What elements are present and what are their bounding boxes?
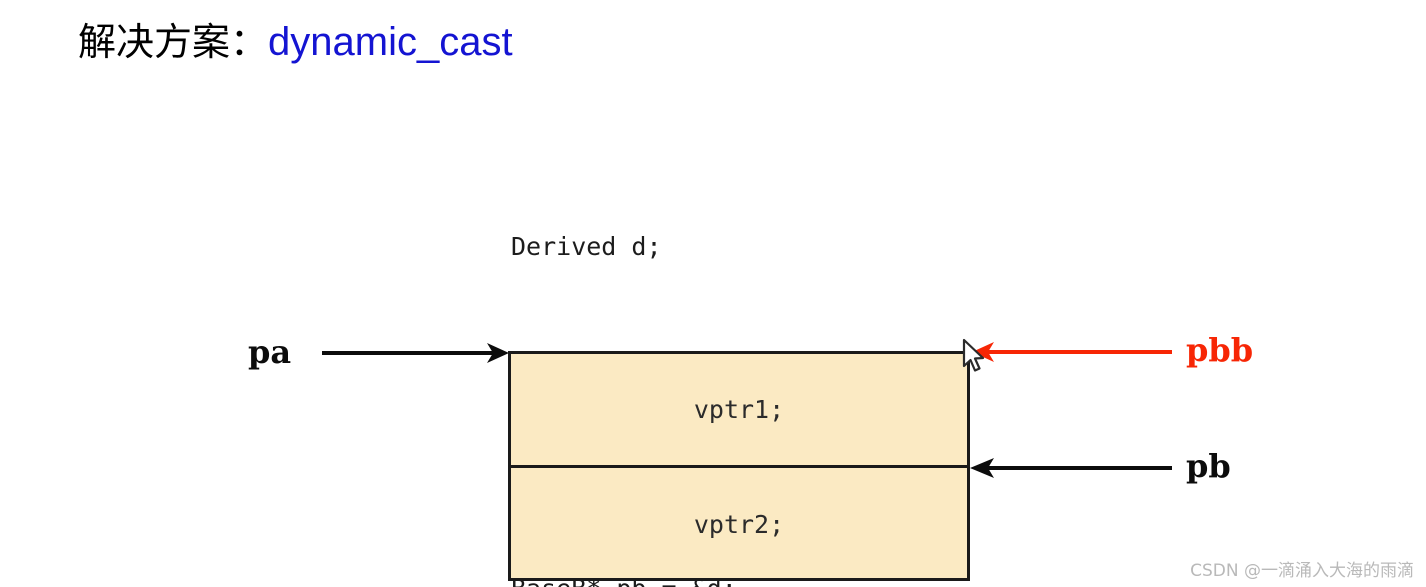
watermark: CSDN @一滴涌入大海的雨滴 [1190, 561, 1414, 581]
layout-cell-vptr2-label: vptr2; [693, 510, 785, 539]
layout-cell-vptr2: vptr2; [511, 468, 967, 581]
title-keyword-text: dynamic_cast [268, 20, 513, 64]
arrow-pb-icon [970, 458, 1172, 478]
page-title: 解决方案：dynamic_cast [78, 16, 513, 68]
code-line-0: Derived d; [511, 232, 662, 261]
pointer-label-pbb: pbb [1186, 331, 1254, 369]
object-layout-box: vptr1; vptr2; [508, 351, 970, 581]
arrow-pa-icon [322, 343, 509, 363]
pointer-label-pb: pb [1186, 447, 1231, 485]
arrow-pointer-icon [962, 338, 985, 372]
arrow-pbb-icon [972, 342, 1172, 362]
pointer-label-pa: pa [248, 333, 292, 371]
title-chinese-text: 解决方案： [78, 20, 269, 64]
layout-cell-vptr1: vptr1; [511, 354, 967, 468]
layout-cell-vptr1-label: vptr1; [693, 395, 785, 424]
